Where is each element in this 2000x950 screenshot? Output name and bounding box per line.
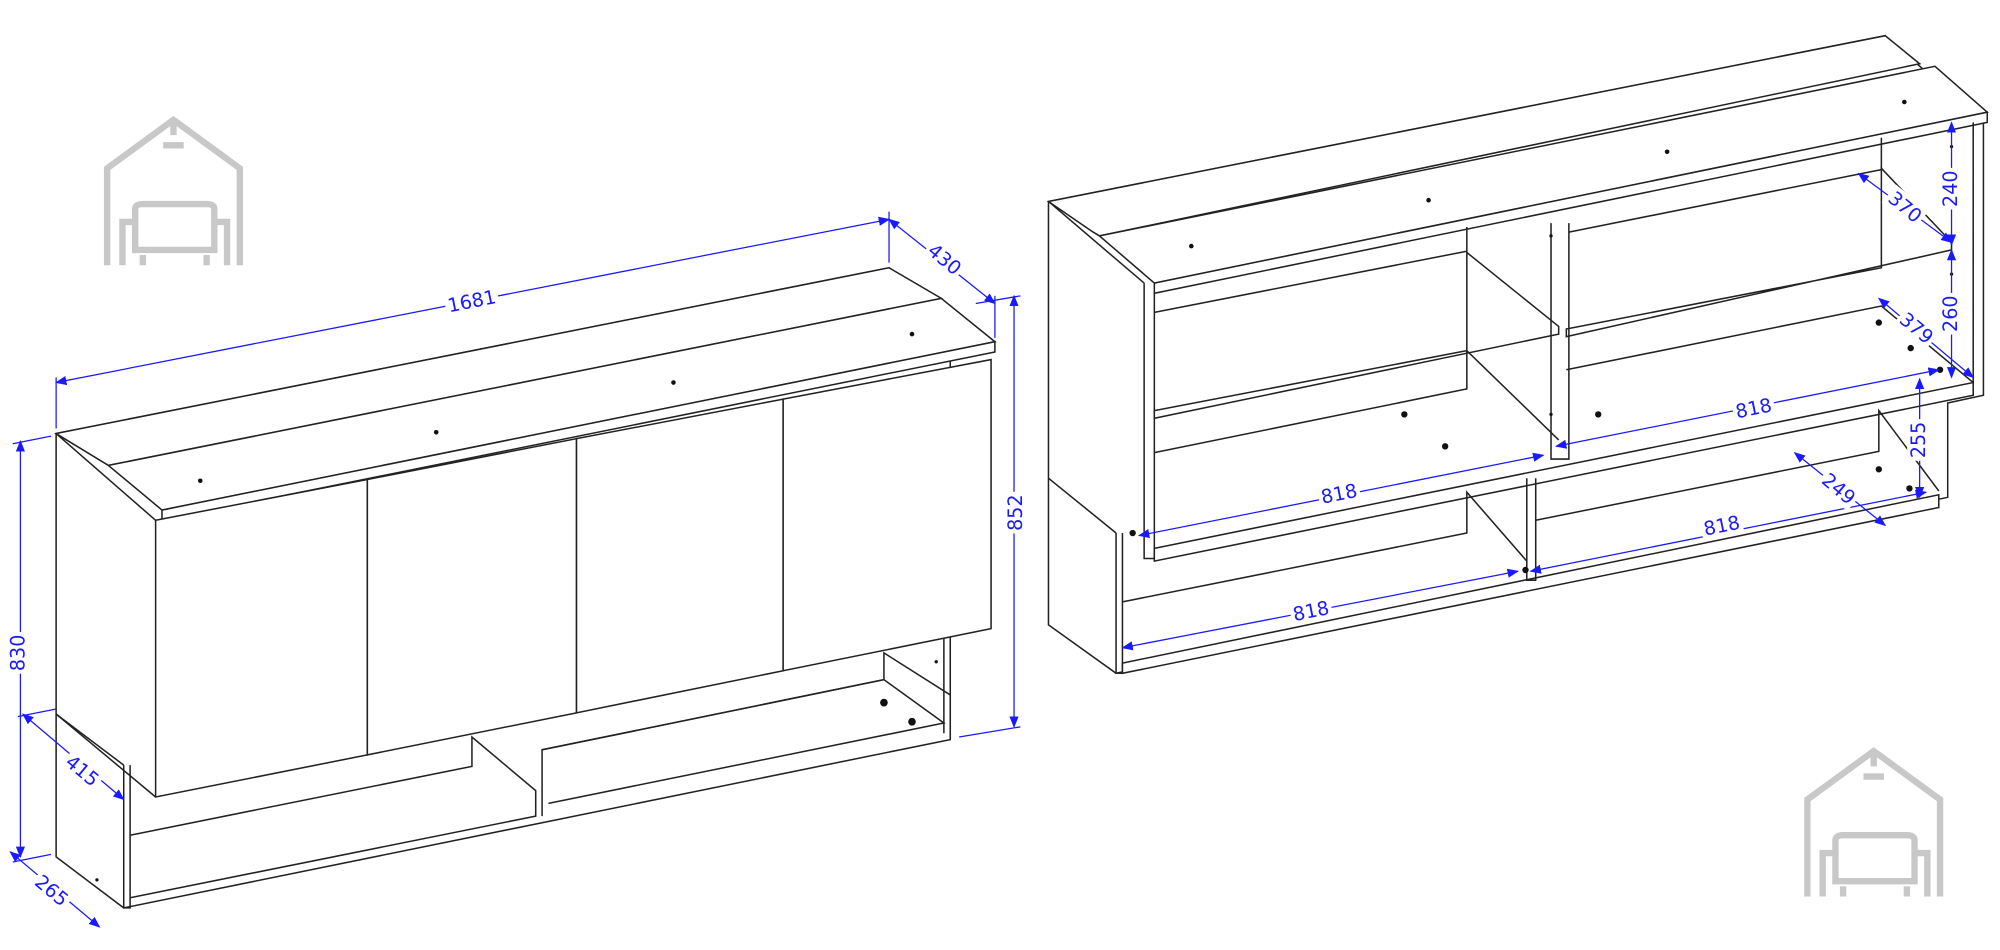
dimension-top-shelf-height: 240 bbox=[1939, 170, 1962, 207]
door[interactable] bbox=[575, 398, 784, 714]
door[interactable] bbox=[366, 437, 578, 756]
right-dimensions: 240 370 260 379 818 255 818 249 818 818 bbox=[1121, 121, 1975, 651]
dimension-width: 1681 bbox=[446, 285, 498, 317]
label-background bbox=[28, 868, 75, 913]
label-background bbox=[1730, 392, 1777, 424]
label-background bbox=[1893, 306, 1940, 351]
dimension-middle-shelf-height: 260 bbox=[1939, 295, 1962, 332]
label-background bbox=[443, 284, 501, 318]
dimension-total-height: 852 bbox=[1004, 494, 1027, 531]
door[interactable] bbox=[782, 358, 992, 672]
label-background bbox=[1881, 184, 1929, 230]
label-background bbox=[1907, 419, 1931, 461]
dimension-side-height: 830 bbox=[7, 635, 30, 672]
label-background bbox=[1939, 292, 1963, 335]
label-background bbox=[1316, 478, 1362, 510]
right-cabinet bbox=[1046, 34, 1989, 675]
door[interactable] bbox=[154, 478, 369, 798]
dimension-lower-shelf-height: 255 bbox=[1907, 422, 1930, 459]
label-background bbox=[1939, 167, 1963, 210]
label-background bbox=[1699, 510, 1745, 542]
label-background bbox=[1288, 595, 1334, 627]
label-background bbox=[6, 632, 30, 674]
house-sofa-icon bbox=[1804, 747, 1944, 897]
label-background bbox=[1004, 491, 1028, 534]
house-sofa-icon bbox=[103, 115, 243, 266]
left-cabinet bbox=[54, 266, 997, 909]
label-background bbox=[58, 748, 106, 793]
label-background bbox=[1815, 466, 1862, 512]
left-dimensions: 1681 430 852 830 415 265 bbox=[6, 211, 1028, 928]
label-background bbox=[921, 237, 968, 282]
